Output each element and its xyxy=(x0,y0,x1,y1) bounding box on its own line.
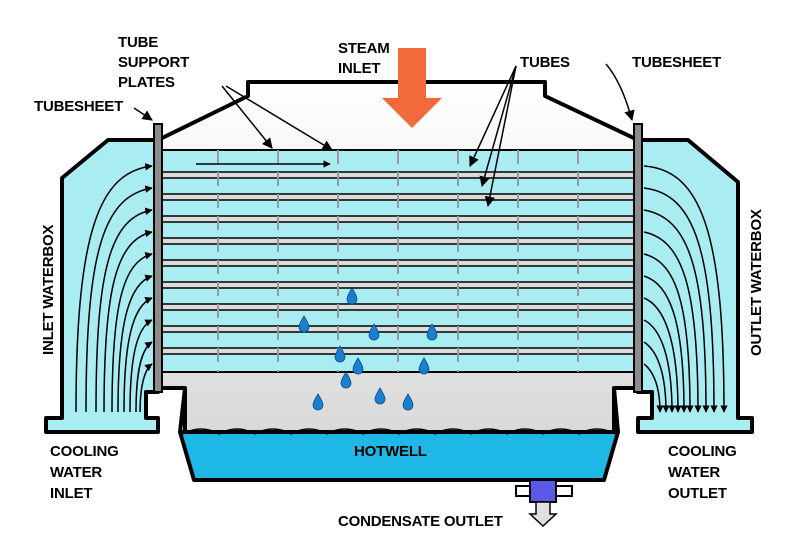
tube-support-plates xyxy=(217,150,579,372)
hotwell-water-surface xyxy=(182,428,616,435)
tubesheet-left-label: TUBESHEET xyxy=(34,98,123,115)
inlet-waterbox-label: INLET WATERBOX xyxy=(40,225,57,355)
water-drop-icon xyxy=(312,393,324,411)
tube-support-plates-label-line3: PLATES xyxy=(118,74,175,91)
water-drop-icon xyxy=(298,315,310,333)
water-drop-icon xyxy=(352,357,364,375)
cooling-water-inlet-label-line3: INLET xyxy=(50,485,92,502)
condensate-arrow-icon xyxy=(528,501,558,528)
leader-lines xyxy=(133,63,635,208)
hotwell-walls xyxy=(178,387,620,433)
tubesheet-left xyxy=(153,123,163,393)
water-drop-icon xyxy=(340,371,352,389)
cooling-water-outlet-label-line2: WATER xyxy=(668,464,720,481)
water-drop-icon xyxy=(368,323,380,341)
water-drop-icon xyxy=(334,345,346,363)
cooling-water-inlet-label-line2: WATER xyxy=(50,464,102,481)
water-drop-icon xyxy=(426,323,438,341)
water-drop-icon xyxy=(346,287,358,305)
hotwell-vessel xyxy=(178,430,620,482)
outlet-flow-curves xyxy=(643,165,728,413)
water-droplets xyxy=(298,287,438,411)
steam-inlet-arrow-icon xyxy=(382,48,442,128)
tube-support-plates-label-line1: TUBE xyxy=(118,34,158,51)
cooling-water-outlet-label-line3: OUTLET xyxy=(668,485,727,502)
tubesheet-right xyxy=(633,123,643,393)
tube-support-plates-label-line2: SUPPORT xyxy=(118,54,189,71)
inlet-waterbox xyxy=(44,138,160,434)
condensate-pipe xyxy=(529,479,557,503)
outlet-waterbox-label: OUTLET WATERBOX xyxy=(748,209,765,356)
water-drop-icon xyxy=(374,387,386,405)
water-drop-icon xyxy=(402,393,414,411)
tubesheet-right-label: TUBESHEET xyxy=(632,54,721,71)
outlet-waterbox xyxy=(636,138,754,434)
condensate-outlet-label: CONDENSATE OUTLET xyxy=(338,513,503,530)
inlet-flow-curves xyxy=(75,163,153,413)
steam-inlet-label-line1: STEAM xyxy=(338,40,390,57)
tubes-label: TUBES xyxy=(520,54,570,71)
hotwell-label: HOTWELL xyxy=(354,443,427,460)
steam-inlet-label-line2: INLET xyxy=(338,60,380,77)
water-drop-icon xyxy=(418,357,430,375)
cooling-water-outlet-label-line1: COOLING xyxy=(668,443,737,460)
cooling-water-inlet-label-line1: COOLING xyxy=(50,443,119,460)
